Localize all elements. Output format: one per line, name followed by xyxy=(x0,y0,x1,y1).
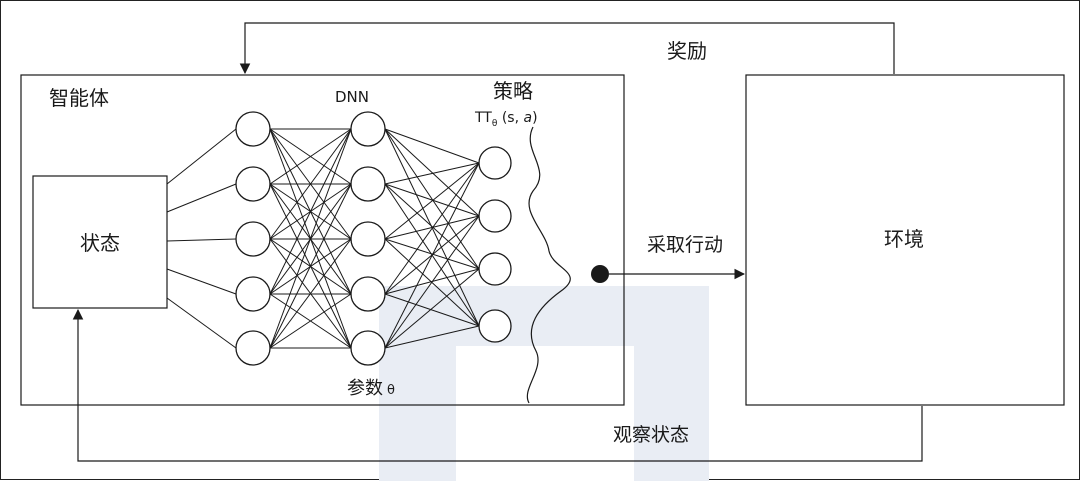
params-text: 参数 xyxy=(347,378,383,399)
reward-label: 奖励 xyxy=(667,39,707,63)
network-node-l2-3 xyxy=(350,221,386,257)
policy-formula-action: a xyxy=(523,110,532,126)
network-connection xyxy=(384,268,480,349)
environment-label: 环境 xyxy=(884,227,924,251)
policy-formula-subscript: θ xyxy=(492,119,498,129)
input-connection xyxy=(166,183,237,213)
network-node-l3-4 xyxy=(478,309,512,343)
network-connection xyxy=(384,238,480,270)
reward-arrow xyxy=(239,22,895,75)
network-connection xyxy=(384,325,480,349)
network-node-l1-4 xyxy=(235,276,271,312)
network-nodes xyxy=(235,111,512,366)
network-connection xyxy=(269,293,352,349)
network-connection xyxy=(269,238,352,349)
input-connection xyxy=(166,238,237,242)
input-connection xyxy=(166,297,237,349)
policy-label: 策略 xyxy=(493,79,533,103)
agent-box xyxy=(20,74,625,406)
network-connection xyxy=(384,215,480,240)
network-node-l1-1 xyxy=(235,111,271,147)
action-output-dot xyxy=(591,265,609,283)
state-box xyxy=(32,175,168,309)
network-connection xyxy=(384,162,480,240)
network-node-l1-2 xyxy=(235,166,271,202)
input-connection xyxy=(166,128,237,185)
network-node-l1-5 xyxy=(235,330,271,366)
network-node-l2-5 xyxy=(350,330,386,366)
network-node-l2-1 xyxy=(350,111,386,147)
params-theta: θ xyxy=(387,383,395,398)
network-connection xyxy=(269,183,352,349)
network-connection xyxy=(384,162,480,185)
network-node-l3-2 xyxy=(478,199,512,233)
network-connection xyxy=(384,162,480,295)
network-connection xyxy=(269,128,352,349)
state-label: 状态 xyxy=(80,231,120,255)
network-connection xyxy=(384,162,480,349)
network-node-l2-2 xyxy=(350,166,386,202)
network-connection xyxy=(384,128,480,270)
network-connection xyxy=(384,293,480,327)
policy-formula-pi: TT xyxy=(474,110,492,126)
observe-arrow xyxy=(72,308,923,462)
watermark xyxy=(379,286,709,481)
action-label: 采取行动 xyxy=(647,234,723,256)
network-connection xyxy=(269,128,352,185)
network-node-l2-4 xyxy=(350,276,386,312)
policy-formula-args: (s, xyxy=(497,110,523,126)
network-node-l3-3 xyxy=(478,252,512,286)
dnn-label: DNN xyxy=(335,88,369,106)
network-connection xyxy=(269,128,352,295)
policy-distribution-curve xyxy=(526,126,571,404)
network-connection xyxy=(384,183,480,270)
observe-label: 观察状态 xyxy=(613,424,689,446)
network-connections xyxy=(166,128,480,349)
network-connection xyxy=(269,128,352,240)
input-connection xyxy=(166,268,237,295)
environment-box xyxy=(745,74,1065,406)
network-connection xyxy=(384,128,480,164)
policy-formula-close: ) xyxy=(532,110,537,126)
network-node-l1-3 xyxy=(235,221,271,257)
network-connection xyxy=(384,128,480,217)
policy-formula: TTθ (s, a) xyxy=(474,110,538,129)
network-node-l3-1 xyxy=(478,146,512,180)
agent-label: 智能体 xyxy=(49,86,109,110)
network-connection xyxy=(384,183,480,217)
params-label: 参数 θ xyxy=(347,378,395,399)
network-connection xyxy=(384,215,480,349)
